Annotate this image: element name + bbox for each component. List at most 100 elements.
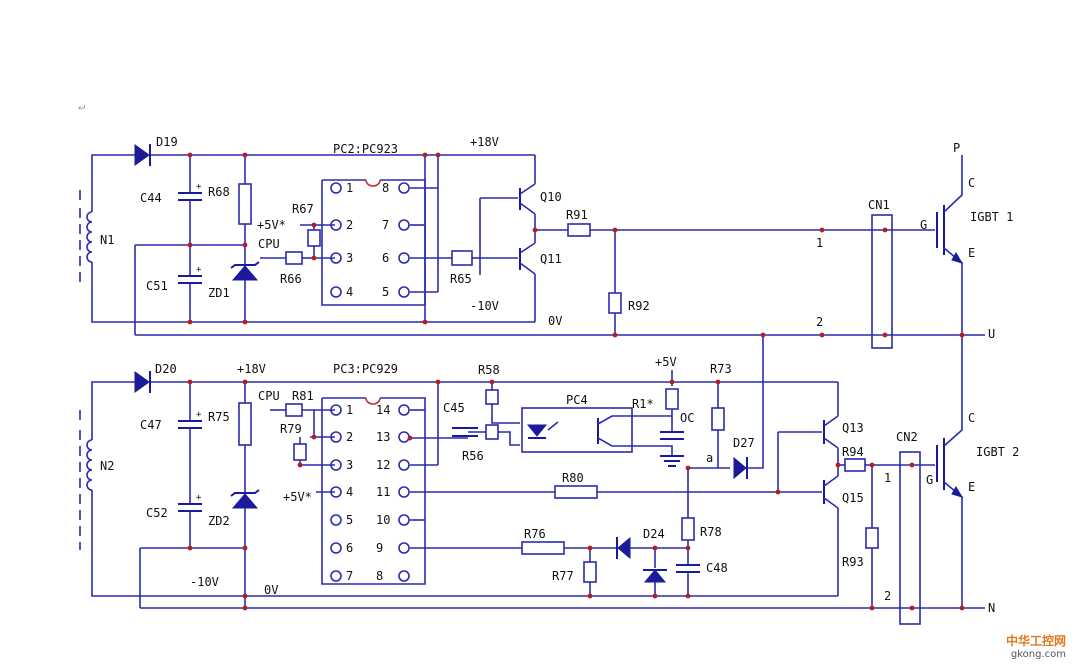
- label-q10: Q10: [540, 190, 562, 204]
- label-r79: R79: [280, 422, 302, 436]
- label-pc3: PC3:PC929: [333, 362, 398, 376]
- label-e2: E: [968, 480, 975, 494]
- pc2-pin-left-marker: [330, 286, 342, 298]
- label-u: U: [988, 327, 995, 341]
- wire: [747, 335, 764, 469]
- label-c2: C: [968, 411, 975, 425]
- label-r56: R56: [462, 449, 484, 463]
- pc3-pin-label: 14: [376, 403, 390, 417]
- pc3-pin-label: 8: [376, 569, 383, 583]
- chip-pc2: [321, 179, 426, 306]
- junction-dot: [775, 489, 781, 495]
- resistor-r91: [567, 223, 591, 237]
- wire: [91, 154, 135, 212]
- label-plus5-pc4: +5V: [655, 355, 677, 369]
- pc3-pin-left-marker: [330, 542, 342, 554]
- pc3-pin-right-marker: [398, 404, 410, 416]
- wire: [491, 404, 520, 424]
- svg-text:+: +: [196, 182, 202, 192]
- watermark: 中华工控网 gkong.com: [1006, 632, 1066, 660]
- label-igbt1: IGBT 1: [970, 210, 1013, 224]
- resistor-r94: [844, 458, 866, 472]
- junction-dot: [959, 332, 965, 338]
- zener-zd2: [230, 489, 260, 509]
- pc2-pin-label: 4: [346, 285, 353, 299]
- pc2-pin-left-marker: [330, 182, 342, 194]
- resistor-r79: [293, 443, 307, 461]
- watermark-title: 中华工控网: [1005, 634, 1066, 648]
- junction-dot: [422, 319, 428, 325]
- label-r66: R66: [280, 272, 302, 286]
- label-g1: G: [920, 218, 927, 232]
- pc2-pin-right-marker: [398, 219, 410, 231]
- pc2-pin-right-marker: [398, 286, 410, 298]
- resistor-r67: [307, 229, 321, 247]
- label-n1: N1: [100, 233, 114, 247]
- junction-dot: [909, 462, 915, 468]
- junction-dot: [242, 152, 248, 158]
- pc2-pin-right-marker: [398, 252, 410, 264]
- label-zero-top: 0V: [548, 314, 562, 328]
- label-cn1: CN1: [868, 198, 890, 212]
- junction-dot: [187, 152, 193, 158]
- label-zero-bot: 0V: [264, 583, 278, 597]
- pc2-pin-label: 3: [346, 251, 353, 265]
- pc3-pin-label: 3: [346, 458, 353, 472]
- label-zd1: ZD1: [208, 286, 230, 300]
- resistor-r65: [451, 250, 473, 266]
- label-r67: R67: [292, 202, 314, 216]
- junction-dot: [869, 462, 875, 468]
- junction-dots: [187, 152, 965, 611]
- junction-dot: [587, 593, 593, 599]
- pc3-pin-label: 7: [346, 569, 353, 583]
- pc3-pin-label: 2: [346, 430, 353, 444]
- pc2-pin-right-marker: [398, 182, 410, 194]
- junction-dot: [882, 332, 888, 338]
- label-cpu-top: CPU: [258, 237, 280, 251]
- pc3-pin-label: 12: [376, 458, 390, 472]
- label-plus18-top: +18V: [470, 135, 499, 149]
- label-cn2: CN2: [896, 430, 918, 444]
- svg-text:+: +: [196, 265, 202, 275]
- resistor-r75: [238, 402, 252, 446]
- label-r58: R58: [478, 363, 500, 377]
- label-c52: C52: [146, 506, 168, 520]
- wire: [632, 445, 673, 456]
- resistor-r68: [238, 183, 252, 225]
- junction-dot: [819, 227, 825, 233]
- transistor-q10: [519, 155, 536, 215]
- return-mark: ↵: [78, 99, 85, 113]
- resistor-r66: [285, 251, 303, 265]
- pc3-pin-right-marker: [398, 431, 410, 443]
- label-pc4: PC4: [566, 393, 588, 407]
- label-cn1-pin1: 1: [816, 236, 823, 250]
- resistor-r80: [554, 485, 598, 499]
- junction-dot: [835, 462, 841, 468]
- junction-dot: [685, 465, 691, 471]
- label-oc: OC: [680, 411, 694, 425]
- pc3-pin-right-marker: [398, 570, 410, 582]
- junction-dot: [435, 379, 441, 385]
- label-p: P: [953, 141, 960, 155]
- junction-dot: [612, 227, 618, 233]
- zener-zd1: [230, 261, 260, 281]
- pc3-pin-label: 10: [376, 513, 390, 527]
- pc3-pin-label: 6: [346, 541, 353, 555]
- transistor-q11: [519, 242, 536, 322]
- junction-dot: [422, 152, 428, 158]
- pc2-pin-label: 7: [382, 218, 389, 232]
- transistor-q13: [823, 382, 839, 449]
- pc3-pin-label: 5: [346, 513, 353, 527]
- junction-dot: [187, 545, 193, 551]
- diode-d19: [134, 144, 151, 166]
- label-d19: D19: [156, 135, 178, 149]
- pc3-pin-label: 11: [376, 485, 390, 499]
- pc2-pin-label: 5: [382, 285, 389, 299]
- connector-cn1: [871, 214, 893, 349]
- resistor-r93: [865, 527, 879, 549]
- pc3-pin-right-marker: [398, 514, 410, 526]
- junction-dot: [612, 332, 618, 338]
- resistor-r58: [485, 389, 499, 405]
